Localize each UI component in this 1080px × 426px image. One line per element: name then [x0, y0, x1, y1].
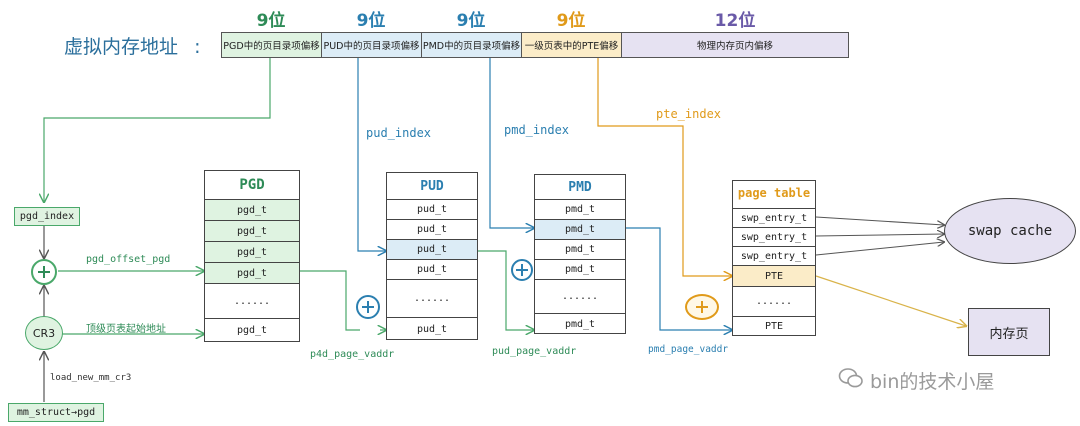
pte-index-label: pte_index — [656, 107, 722, 121]
pud-entry: pud_t — [387, 259, 477, 279]
wechat-icon — [838, 367, 864, 394]
virtual-address-title: 虚拟内存地址 : — [64, 32, 200, 59]
add-icon — [31, 259, 57, 285]
pud-entry: pud_t — [387, 317, 477, 340]
pud-entry: pud_t — [387, 199, 477, 219]
p4d-page-vaddr-label: p4d_page_vaddr — [310, 349, 395, 360]
pmd-page-vaddr-label: pmd_page_vaddr — [648, 344, 729, 355]
va-segment-pte: 一级页表中的PTE偏移 — [521, 32, 622, 58]
pgd-offset-label: pgd_offset_pgd — [86, 254, 171, 265]
mm-struct-pgd-box: mm_struct→pgd — [8, 403, 104, 422]
watermark: bin的技术小屋 — [838, 366, 994, 394]
swap-cache: swap cache — [944, 198, 1076, 264]
pte-entry: PTE — [733, 316, 815, 336]
pgd-table: PGD pgd_t pgd_t pgd_t pgd_t ...... pgd_t — [204, 170, 300, 342]
pte-ellipsis: ...... — [733, 286, 815, 316]
watermark-text: bin的技术小屋 — [870, 370, 995, 393]
pud-table-title: PUD — [420, 179, 444, 194]
pud-index-label: pud_index — [366, 126, 432, 140]
add-icon — [685, 294, 719, 320]
cr3-note-label: 顶级页表起始地址 — [86, 324, 166, 335]
pmd-bits: 9位 — [456, 11, 486, 31]
cr3-register: CR3 — [25, 316, 63, 350]
pmd-entry: pmd_t — [535, 239, 625, 259]
pmd-table: PMD pmd_t pmd_t pmd_t pmd_t ...... pmd_t — [534, 174, 626, 334]
pud-ellipsis: ...... — [387, 279, 477, 317]
swp-entry: swp_entry_t — [733, 227, 815, 246]
pmd-ellipsis: ...... — [535, 279, 625, 313]
page-table-title: page table — [737, 186, 811, 200]
pud-bits: 9位 — [356, 11, 386, 31]
pmd-index-label: pmd_index — [504, 123, 570, 137]
pgd-bits: 9位 — [256, 11, 286, 31]
pgd-entry: pgd_t — [205, 262, 299, 283]
va-segment-offset: 物理内存页内偏移 — [621, 32, 849, 58]
add-icon — [356, 295, 380, 319]
pmd-entry: pmd_t — [535, 313, 625, 334]
va-title-text: 虚拟内存地址 — [64, 36, 179, 58]
va-title-colon: : — [194, 36, 201, 58]
page-table: page table swp_entry_t swp_entry_t swp_e… — [732, 180, 816, 336]
pmd-entry: pmd_t — [535, 199, 625, 219]
offset-bits: 12位 — [714, 11, 756, 31]
pud-page-vaddr-label: pud_page_vaddr — [492, 346, 577, 357]
add-icon — [511, 259, 533, 281]
pte-bits: 9位 — [556, 11, 586, 31]
load-cr3-label: load_new_mm_cr3 — [50, 373, 132, 383]
pgd-ellipsis: ...... — [205, 283, 299, 318]
pud-table: PUD pud_t pud_t pud_t pud_t ...... pud_t — [386, 172, 478, 340]
pud-entry: pud_t — [387, 239, 477, 259]
pgd-entry: pgd_t — [205, 199, 299, 220]
swp-entry: swp_entry_t — [733, 208, 815, 227]
pmd-table-title: PMD — [568, 180, 592, 195]
pgd-entry: pgd_t — [205, 241, 299, 262]
va-segment-pud: PUD中的页目录项偏移 — [321, 32, 422, 58]
physical-page: 内存页 — [968, 308, 1050, 356]
pgd-table-title: PGD — [239, 177, 265, 193]
pud-entry: pud_t — [387, 219, 477, 239]
pgd-index-box: pgd_index — [14, 207, 80, 226]
pmd-entry: pmd_t — [535, 219, 625, 239]
va-segment-pmd: PMD中的页目录项偏移 — [421, 32, 522, 58]
va-segment-pgd: PGD中的页目录项偏移 — [221, 32, 322, 58]
pte-entry: PTE — [733, 265, 815, 286]
pgd-entry: pgd_t — [205, 318, 299, 342]
swp-entry: swp_entry_t — [733, 246, 815, 265]
pgd-entry: pgd_t — [205, 220, 299, 241]
pmd-entry: pmd_t — [535, 259, 625, 279]
